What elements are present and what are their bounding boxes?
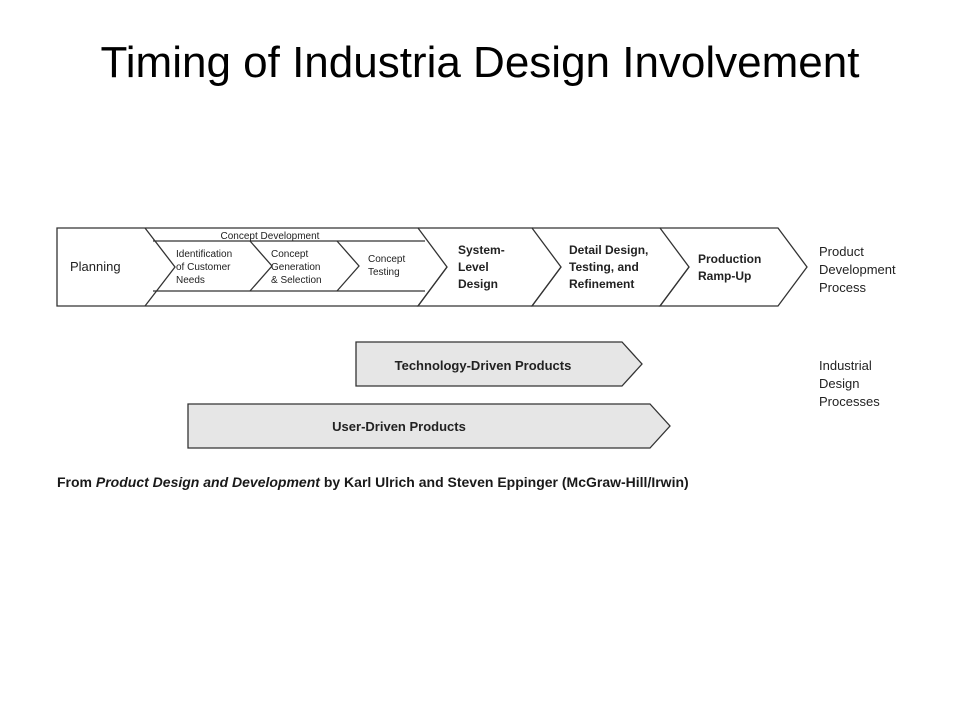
identification-line-3: Needs: [176, 275, 205, 286]
generation-chevron: [336, 240, 360, 292]
system-level-line-2: Level: [458, 260, 489, 274]
idp-line-2: Design: [819, 376, 859, 391]
user-driven-label: User-Driven Products: [332, 419, 466, 434]
industrial-design-side-label: Industrial Design Processes: [819, 358, 880, 409]
testing-label: Concept Testing: [368, 254, 405, 278]
production-label: Production Ramp-Up: [698, 252, 761, 283]
caption-prefix: From: [57, 474, 96, 490]
testing-line-2: Testing: [368, 267, 400, 278]
detail-design-line-3: Refinement: [569, 277, 634, 291]
detail-design-line-2: Testing, and: [569, 260, 639, 274]
caption-book-title: Product Design and Development: [95, 474, 320, 490]
pdp-line-2: Development: [819, 262, 896, 277]
identification-line-1: Identification: [176, 249, 232, 260]
production-line-2: Ramp-Up: [698, 269, 751, 283]
pdp-line-3: Process: [819, 280, 866, 295]
system-level-line-3: Design: [458, 277, 498, 291]
idp-line-3: Processes: [819, 394, 880, 409]
source-caption: From Product Design and Development by K…: [57, 474, 689, 490]
system-level-line-1: System-: [458, 243, 505, 257]
generation-label: Concept Generation & Selection: [271, 249, 322, 286]
generation-line-2: Generation: [271, 262, 320, 273]
detail-design-label: Detail Design, Testing, and Refinement: [569, 243, 648, 291]
planning-label: Planning: [70, 259, 121, 274]
caption-suffix: by Karl Ulrich and Steven Eppinger (McGr…: [319, 474, 689, 490]
planning-boundary: [144, 227, 176, 307]
system-level-label: System- Level Design: [458, 243, 505, 291]
pdp-line-1: Product: [819, 244, 864, 259]
detail-design-line-1: Detail Design,: [569, 243, 648, 257]
idp-line-1: Industrial: [819, 358, 872, 373]
product-development-side-label: Product Development Process: [819, 244, 896, 295]
identification-line-2: of Customer: [176, 262, 231, 273]
production-stage: [658, 227, 808, 307]
slide-title: Timing of Industria Design Involvement: [100, 38, 860, 87]
production-line-1: Production: [698, 252, 761, 266]
testing-line-1: Concept: [368, 254, 405, 265]
technology-driven-arrow: [355, 341, 643, 387]
identification-chevron: [249, 240, 273, 292]
user-driven-arrow: [187, 403, 671, 449]
generation-line-1: Concept: [271, 249, 308, 260]
concept-development-label: Concept Development: [221, 231, 320, 242]
identification-label: Identification of Customer Needs: [176, 249, 232, 286]
technology-driven-label: Technology-Driven Products: [395, 358, 572, 373]
generation-line-3: & Selection: [271, 275, 322, 286]
system-level-stage: [416, 227, 562, 307]
